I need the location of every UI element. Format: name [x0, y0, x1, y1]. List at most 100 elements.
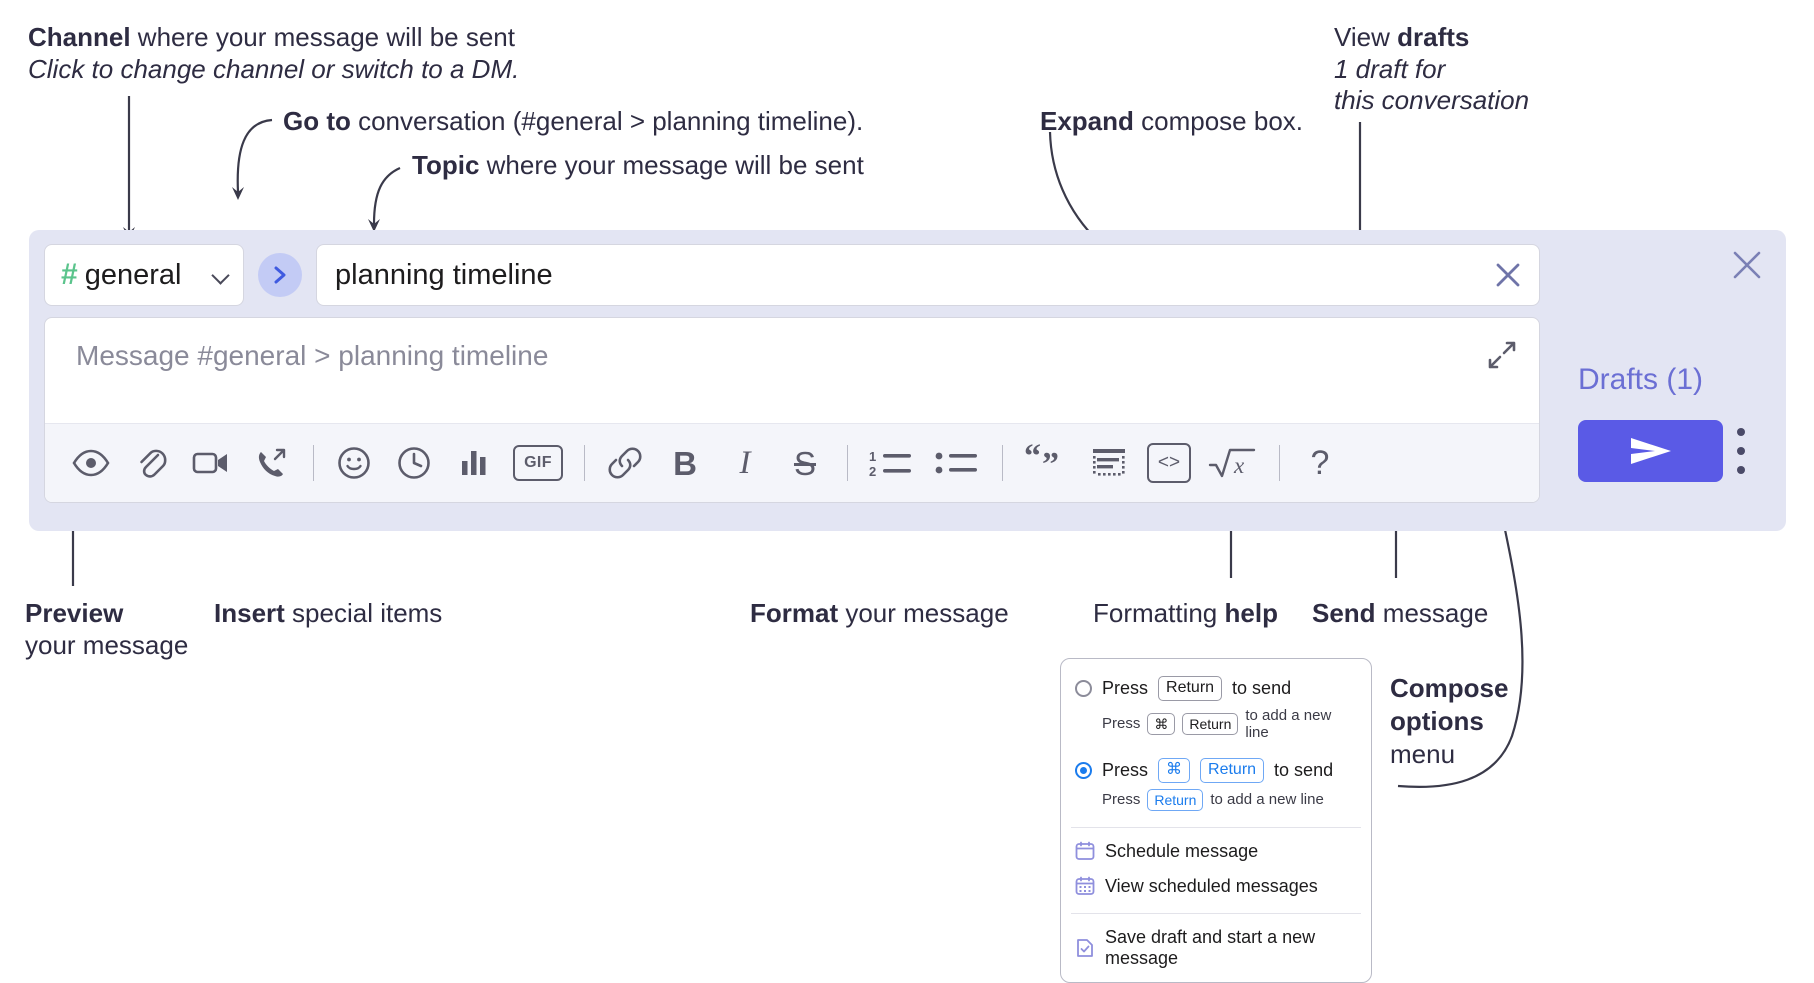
- menu-radio-option[interactable]: Press ⌘ Return to send: [1061, 748, 1371, 788]
- annotation-insert: Insert special items: [214, 598, 442, 630]
- save-draft-icon: [1075, 938, 1095, 958]
- menu-radio-option[interactable]: Press Return to send: [1061, 671, 1371, 706]
- key-chip: Return: [1158, 676, 1223, 701]
- attachment-icon[interactable]: [127, 439, 175, 487]
- inline-code-icon[interactable]: <>: [1145, 439, 1193, 487]
- send-paper-plane-icon: [1630, 438, 1671, 464]
- annotation-compose-options-bold1: Compose: [1390, 673, 1509, 703]
- bar-chart-icon[interactable]: [450, 439, 498, 487]
- annotation-format-bold: Format: [750, 598, 839, 628]
- svg-text:”: ”: [1042, 446, 1059, 483]
- annotation-send-bold: Send: [1312, 598, 1376, 628]
- key-chip-return: Return: [1182, 712, 1239, 735]
- key-chip-cmd: ⌘: [1147, 712, 1176, 735]
- code-block-icon[interactable]: [1085, 439, 1133, 487]
- calendar-grid-icon: [1075, 876, 1095, 896]
- annotation-help-bold: help: [1224, 598, 1278, 628]
- key-chip-return: Return: [1200, 757, 1265, 783]
- annotation-channel-sub: Click to change channel or switch to a D…: [28, 53, 520, 84]
- compose-options-button[interactable]: [1736, 428, 1746, 474]
- compose-options-menu: Press Return to send Press ⌘ Return to a…: [1060, 658, 1372, 983]
- radio-icon-selected[interactable]: [1075, 761, 1092, 779]
- option-1-post: to send: [1232, 677, 1292, 698]
- clock-icon[interactable]: [390, 439, 438, 487]
- annotation-compose-options-rest: menu: [1390, 738, 1456, 769]
- annotation-preview-sub: your message: [25, 629, 189, 660]
- menu-divider: [1071, 912, 1361, 914]
- kebab-dot: [1737, 447, 1745, 455]
- calendar-icon: [1075, 841, 1095, 861]
- toolbar-separator: [313, 445, 314, 481]
- topic-input[interactable]: planning timeline: [316, 244, 1540, 306]
- math-icon[interactable]: x: [1205, 439, 1261, 487]
- annotation-send: Send message: [1312, 598, 1488, 630]
- close-panel-button[interactable]: [1730, 248, 1764, 282]
- strikethrough-icon[interactable]: S: [781, 439, 829, 487]
- inline-code-label: <>: [1147, 443, 1191, 483]
- menu-item-label: Schedule message: [1105, 840, 1259, 861]
- annotation-help-pre: Formatting: [1093, 598, 1225, 628]
- chevron-down-icon: [213, 266, 231, 284]
- call-forward-icon[interactable]: [247, 439, 295, 487]
- annotation-channel-bold: Channel: [28, 22, 131, 52]
- channel-name-label: general: [84, 258, 182, 291]
- clear-topic-icon[interactable]: [1491, 258, 1525, 292]
- menu-item-view-scheduled[interactable]: View scheduled messages: [1061, 869, 1371, 904]
- goto-conversation-button[interactable]: [258, 253, 302, 297]
- compose-box: # general planning timeline: [29, 230, 1786, 531]
- compose-right-rail: Drafts (1): [1536, 230, 1786, 531]
- emoji-icon[interactable]: [330, 439, 378, 487]
- menu-item-label: View scheduled messages: [1105, 875, 1318, 896]
- channel-selector[interactable]: # general: [44, 244, 244, 306]
- italic-icon[interactable]: I: [721, 439, 769, 487]
- annotation-compose-options: Compose options menu: [1390, 672, 1508, 770]
- kebab-dot: [1737, 428, 1745, 436]
- ordered-list-icon[interactable]: 1 2: [864, 439, 918, 487]
- annotation-channel-rest: where your message will be sent: [130, 22, 515, 52]
- svg-text:“: “: [1024, 438, 1041, 475]
- annotation-expand: Expand compose box.: [1040, 106, 1303, 138]
- annotation-format-rest: your message: [838, 598, 1009, 628]
- toolbar-separator: [584, 445, 585, 481]
- annotation-goto-rest: conversation (#general > planning timeli…: [350, 106, 864, 136]
- compose-inner: # general planning timeline: [44, 244, 1540, 503]
- annotation-goto: Go to conversation (#general > planning …: [283, 106, 863, 138]
- preview-icon[interactable]: [67, 439, 115, 487]
- option-2-post: to send: [1274, 759, 1334, 780]
- formatting-toolbar: GIF B I: [45, 423, 1539, 502]
- send-button[interactable]: [1578, 420, 1723, 482]
- svg-text:2: 2: [869, 464, 876, 479]
- option-1-sub-post: to add a new line: [1245, 706, 1332, 741]
- annotation-expand-bold: Expand: [1040, 106, 1134, 136]
- menu-divider: [1071, 826, 1361, 828]
- link-icon[interactable]: [601, 439, 649, 487]
- menu-radio-subtext: Press ⌘ Return to add a new line: [1061, 706, 1371, 748]
- menu-radio-subtext: Press Return to add a new line: [1061, 788, 1371, 818]
- menu-item-schedule-message[interactable]: Schedule message: [1061, 834, 1371, 869]
- annotation-drafts-sub2: this conversation: [1334, 85, 1530, 116]
- menu-item-save-draft[interactable]: Save draft and start a new message: [1061, 920, 1371, 976]
- blockquote-icon[interactable]: “ ”: [1019, 438, 1073, 487]
- message-input-area[interactable]: Message #general > planning timeline: [44, 317, 1540, 503]
- annotation-format: Format your message: [750, 598, 1009, 630]
- help-label: ?: [1310, 444, 1330, 482]
- video-icon[interactable]: [187, 439, 235, 487]
- topic-value: planning timeline: [335, 258, 553, 291]
- radio-icon[interactable]: [1075, 679, 1092, 697]
- annotation-goto-bold: Go to: [283, 106, 351, 136]
- bold-icon[interactable]: B: [661, 439, 709, 487]
- svg-text:x: x: [1233, 453, 1245, 478]
- option-2-sub-pre: Press: [1102, 791, 1141, 809]
- option-1-sub-pre: Press: [1102, 715, 1141, 733]
- expand-icon[interactable]: [1487, 340, 1517, 370]
- drafts-link[interactable]: Drafts (1): [1578, 363, 1704, 396]
- help-icon[interactable]: ?: [1296, 439, 1344, 487]
- annotation-help: Formatting help: [1093, 598, 1278, 630]
- bullet-list-icon[interactable]: [930, 439, 984, 487]
- annotation-preview: Preview your message: [25, 598, 188, 661]
- annotation-topic-bold: Topic: [412, 150, 480, 180]
- gif-icon[interactable]: GIF: [510, 439, 566, 487]
- annotation-send-rest: message: [1375, 598, 1489, 628]
- strike-label: S: [793, 444, 816, 482]
- key-chip-cmd: ⌘: [1158, 757, 1191, 783]
